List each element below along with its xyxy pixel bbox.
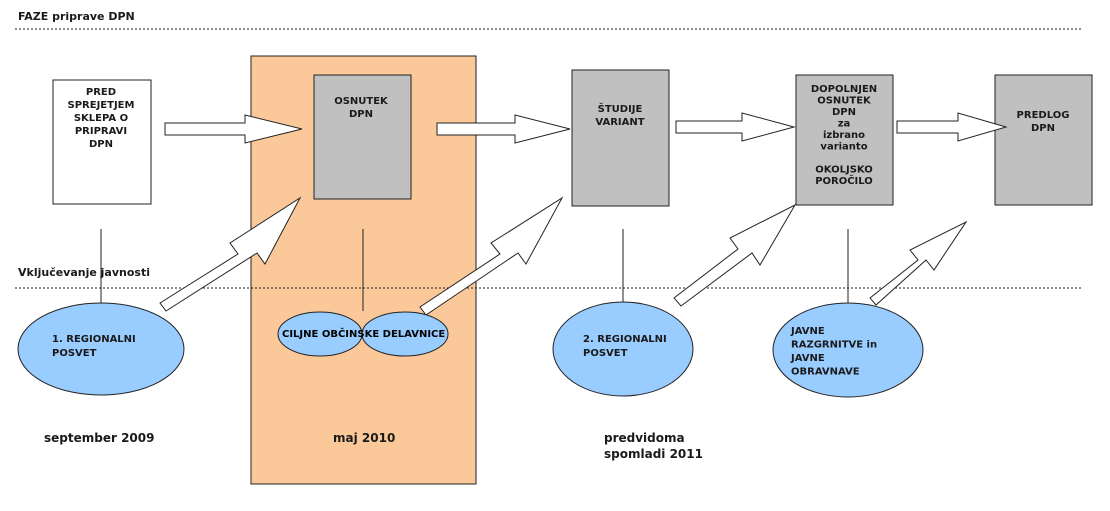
flow-arrow-3 <box>675 112 796 142</box>
text-line: 2. REGIONALNI <box>583 334 667 345</box>
text-line: CILJNE OBČINSKE DELAVNICE <box>282 327 445 340</box>
text-line: spomladi 2011 <box>604 447 703 461</box>
text-line: varianto <box>820 142 867 153</box>
phase-label-pred: PRED SPREJETJEM SKLEPA O PRIPRAVI DPN <box>68 87 135 150</box>
text-line: PRED <box>86 87 116 98</box>
text-line: RAZGRNITVE in <box>791 340 877 351</box>
diag-arrow-1 <box>159 196 302 312</box>
phase-label-predlog: PREDLOG DPN <box>1017 110 1070 134</box>
text-line: DPN <box>832 107 856 118</box>
text-line: POROČILO <box>815 174 873 187</box>
phase-box-studije <box>571 69 670 207</box>
date-label-spring-2011: predvidoma spomladi 2011 <box>604 431 703 461</box>
diag-arrow-2 <box>419 196 564 316</box>
text-line: JAVNE <box>790 326 825 337</box>
text-line: POSVET <box>583 348 628 359</box>
diagram-title: FAZE priprave DPN <box>18 10 135 23</box>
phase-label-studije: ŠTUDIJE VARIANT <box>595 102 644 128</box>
text-line: JAVNE <box>790 353 825 364</box>
diag-arrow-4 <box>869 220 968 306</box>
event-ellipse-workshop-right <box>361 311 449 357</box>
text-line: OSNUTEK <box>334 96 389 107</box>
flow-arrow-2 <box>436 114 571 144</box>
text-line: VARIANT <box>595 117 644 128</box>
event-label-regional-1: 1. REGIONALNI POSVET <box>52 334 136 359</box>
event-label-workshops: CILJNE OBČINSKE DELAVNICE <box>282 327 445 340</box>
phase-box-pred <box>52 79 152 205</box>
flow-arrow-4 <box>896 112 1008 142</box>
phase-label-osnutek: OSNUTEK DPN <box>334 96 389 120</box>
text-line: 1. REGIONALNI <box>52 334 136 345</box>
event-ellipse-public-hearings <box>772 302 924 398</box>
text-line: DPN <box>89 139 113 150</box>
phase-box-predlog <box>994 74 1093 206</box>
text-line <box>842 153 845 164</box>
text-line: SPREJETJEM <box>68 100 135 111</box>
text-line: DPN <box>1031 123 1055 134</box>
text-line: za <box>838 119 851 130</box>
event-label-regional-2: 2. REGIONALNI POSVET <box>583 334 667 359</box>
flow-arrow-1 <box>164 114 303 144</box>
text-line: ŠTUDIJE <box>598 102 643 115</box>
event-ellipse-regional-2 <box>552 301 694 397</box>
event-label-public-hearings: JAVNE RAZGRNITVE in JAVNE OBRAVNAVE <box>790 326 877 378</box>
text-line: OSNUTEK <box>817 96 872 107</box>
text-line: OBRAVNAVE <box>791 367 860 378</box>
text-line: PRIPRAVI <box>75 126 127 137</box>
text-line: maj 2010 <box>333 431 395 445</box>
text-line: izbrano <box>823 130 865 141</box>
diag-arrow-3 <box>673 203 797 307</box>
text-line: POSVET <box>52 348 97 359</box>
text-line: OKOLJSKO <box>815 165 872 176</box>
phase-box-osnutek <box>313 74 412 200</box>
text-line: predvidoma <box>604 431 685 445</box>
text-line: DOPOLNJEN <box>811 84 877 95</box>
phase-box-dopolnjen <box>795 74 894 206</box>
text-line: september 2009 <box>44 431 154 445</box>
text-line: SKLEPA O <box>74 113 128 124</box>
date-label-sep-2009: september 2009 <box>44 431 154 445</box>
event-ellipse-regional-1 <box>17 302 185 396</box>
text-line: DPN <box>349 109 373 120</box>
text-line: PREDLOG <box>1017 110 1070 121</box>
public-involvement-label: Vključevanje javnosti <box>18 266 150 279</box>
date-label-maj-2010: maj 2010 <box>333 431 395 445</box>
